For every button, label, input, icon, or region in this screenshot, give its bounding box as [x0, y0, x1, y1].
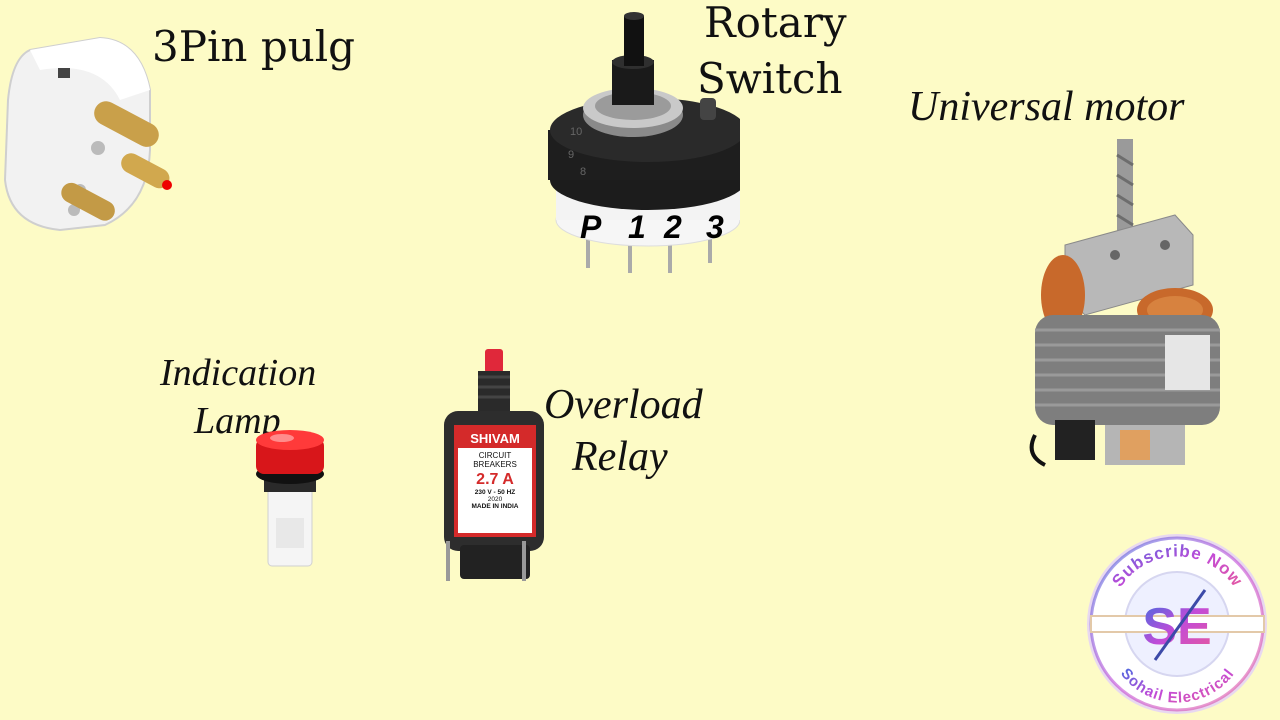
plug-pin-top — [94, 101, 159, 147]
plug-label: 3Pin pulg — [152, 22, 356, 71]
svg-text:8: 8 — [580, 166, 586, 178]
plug-pin-left — [61, 182, 115, 221]
subscribe-badge[interactable]: Subscribe Now Sohail Electrical SE — [1085, 532, 1270, 717]
three-pin-plug-image — [3, 36, 172, 232]
relay-voltage: 230 V - 50 HZ — [474, 489, 516, 496]
indication-lamp-label-line1: Indication — [160, 352, 317, 394]
relay-origin: MADE IN INDIA — [471, 503, 519, 510]
terminal-label-3: 3 — [706, 209, 724, 245]
universal-motor-label: Universal motor — [908, 84, 1185, 130]
terminal-label-p: P — [580, 209, 602, 245]
overload-relay-image: SHIVAM CIRCUIT BREAKERS 2.7 A 230 V - 50… — [440, 345, 550, 585]
relay-line1: CIRCUIT — [478, 451, 512, 460]
svg-text:9: 9 — [568, 149, 574, 161]
universal-motor-image — [1029, 139, 1220, 467]
indication-lamp-image — [256, 430, 324, 567]
svg-text:10: 10 — [570, 126, 582, 138]
rotary-switch-label-line2: Switch — [697, 54, 843, 103]
overload-relay-label-line1: Overload — [544, 382, 703, 428]
relay-line2: BREAKERS — [473, 460, 517, 469]
overload-relay-label-line2: Relay — [572, 434, 668, 480]
rotary-switch-label-line1: Rotary — [704, 0, 847, 47]
rotary-switch-image: 10 9 8 P 1 2 3 — [548, 12, 740, 273]
relay-year: 2020 — [487, 496, 503, 503]
terminal-label-1: 1 — [628, 209, 646, 245]
relay-rating: 2.7 A — [476, 471, 514, 488]
relay-brand: SHIVAM — [458, 429, 532, 448]
relay-label-panel: SHIVAM CIRCUIT BREAKERS 2.7 A 230 V - 50… — [454, 425, 536, 537]
terminal-label-2: 2 — [663, 209, 682, 245]
plug-pin-right — [121, 153, 170, 189]
